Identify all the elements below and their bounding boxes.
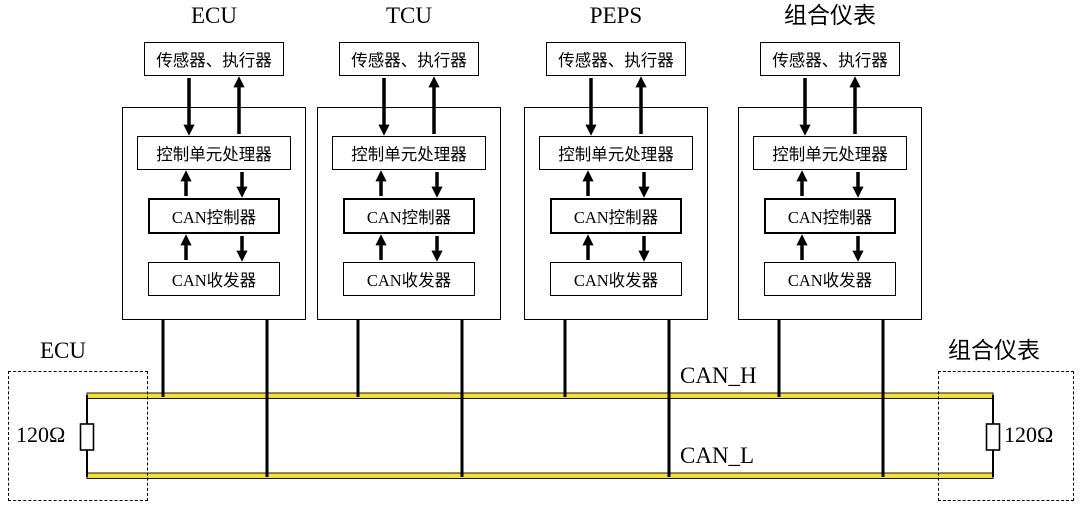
can-h-bus-line	[86, 392, 994, 399]
can-transceiver-box: CAN收发器	[764, 262, 896, 296]
can-transceiver-box: CAN收发器	[148, 262, 280, 296]
processor-box: 控制单元处理器	[539, 136, 693, 170]
can-controller-box: CAN控制器	[148, 198, 280, 234]
can-h-label: CAN_H	[680, 363, 757, 388]
node-3-lines	[777, 76, 885, 477]
left-terminator-box	[8, 371, 148, 501]
right-resistor-symbol	[985, 423, 1001, 451]
can-l-label: CAN_L	[680, 443, 755, 468]
processor-box: 控制单元处理器	[753, 136, 907, 170]
node-0-lines	[161, 76, 269, 477]
sensor-actuator-box: 传感器、执行器	[760, 42, 900, 76]
left-resistor-value: 120Ω	[16, 422, 66, 447]
processor-box: 控制单元处理器	[137, 136, 291, 170]
sensor-actuator-box: 传感器、执行器	[339, 42, 479, 76]
can-controller-box: CAN控制器	[764, 198, 896, 234]
left-resistor-symbol	[79, 423, 95, 451]
cluster-node-box	[738, 107, 922, 320]
can-controller-box: CAN控制器	[343, 198, 475, 234]
sensor-actuator-box: 传感器、执行器	[546, 42, 686, 76]
ecu-node-box	[122, 107, 306, 320]
right-terminator-label: 组合仪表	[948, 338, 1040, 363]
right-terminator-box	[938, 371, 1074, 501]
sensor-actuator-box: 传感器、执行器	[144, 42, 284, 76]
node-title: TCU	[386, 3, 432, 28]
node-title: 组合仪表	[784, 3, 876, 28]
right-resistor-value: 120Ω	[1004, 422, 1054, 447]
tcu-node-box	[317, 107, 501, 320]
node-2-lines	[563, 76, 671, 477]
peps-node-box	[524, 107, 708, 320]
processor-box: 控制单元处理器	[332, 136, 486, 170]
can-controller-box: CAN控制器	[550, 198, 682, 234]
node-title: ECU	[191, 3, 237, 28]
can-transceiver-box: CAN收发器	[343, 262, 475, 296]
can-l-bus-line	[86, 472, 994, 479]
can-transceiver-box: CAN收发器	[550, 262, 682, 296]
node-1-lines	[356, 76, 464, 477]
left-terminator-label: ECU	[40, 338, 86, 363]
node-title: PEPS	[589, 3, 643, 28]
